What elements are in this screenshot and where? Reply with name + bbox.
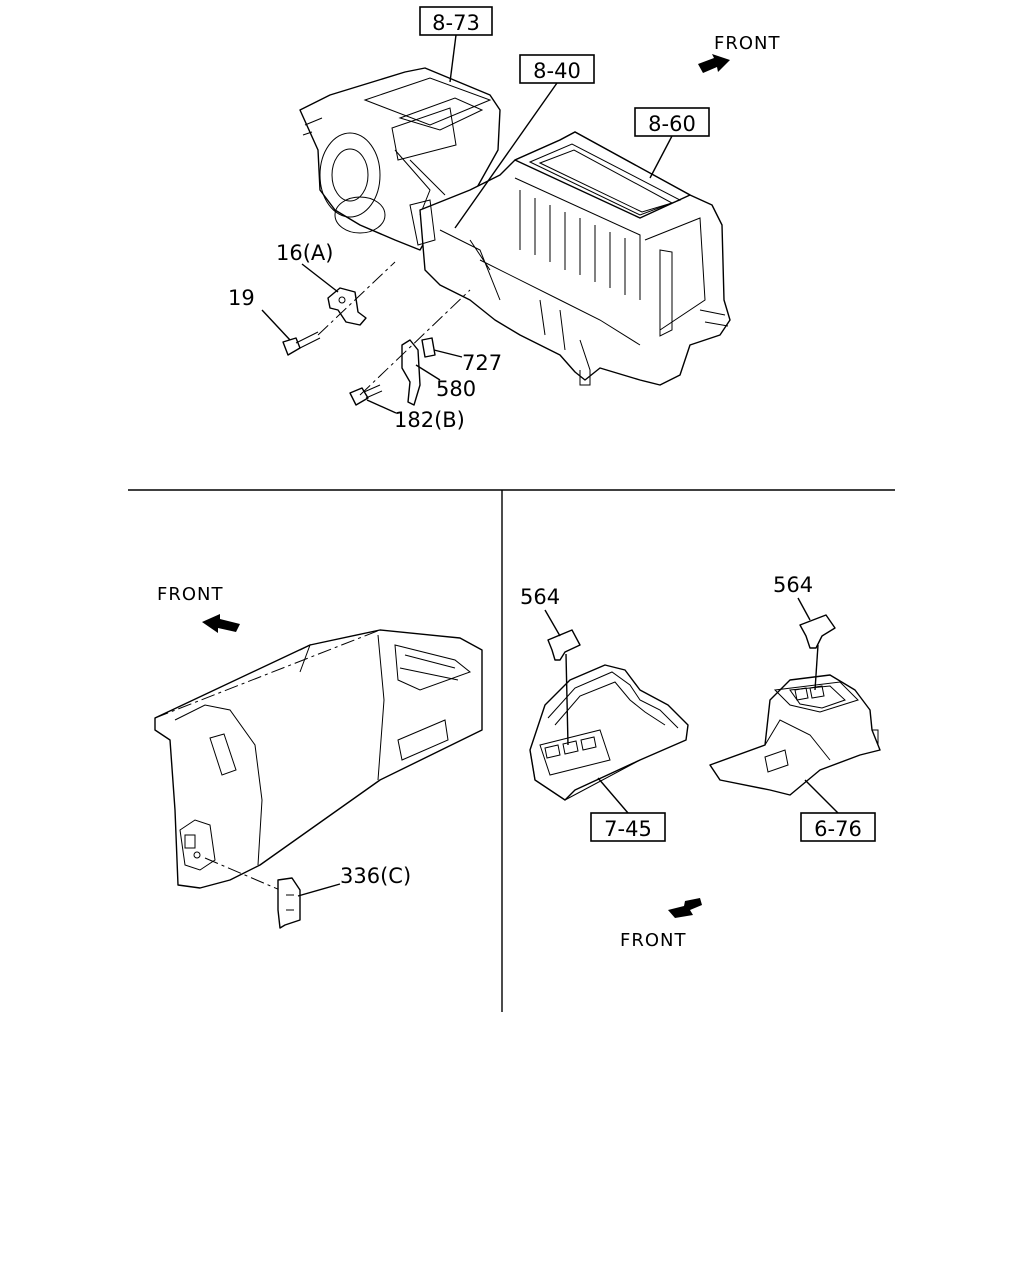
front-arrow-icon — [668, 898, 702, 918]
ref-box-8-73: 8-73 — [419, 6, 493, 36]
callout-label: 182(B) — [394, 408, 465, 432]
hvac-assembly — [299, 67, 731, 386]
callout-label: 16(A) — [276, 241, 333, 265]
ref-box-8-60: 8-60 — [634, 107, 710, 137]
callout-label: 727 — [462, 351, 502, 375]
ref-label: 8-73 — [432, 11, 480, 35]
front-label: FRONT — [620, 930, 687, 951]
ref-box-7-45: 7-45 — [590, 812, 666, 842]
ref-label: 7-45 — [604, 817, 652, 841]
ref-label: 8-40 — [533, 59, 581, 83]
clip-727 — [421, 337, 436, 358]
bracket-580 — [401, 339, 421, 406]
ref-label: 8-60 — [648, 112, 696, 136]
callout-label: 564 — [773, 573, 813, 597]
bolt-19 — [282, 331, 321, 356]
console-6-76 — [709, 674, 881, 796]
ref-box-6-76: 6-76 — [800, 812, 876, 842]
instrument-panel — [154, 629, 483, 889]
front-arrow-icon — [202, 614, 240, 633]
ref-label: 6-76 — [814, 817, 862, 841]
front-arrow-icon — [698, 54, 730, 73]
callout-label: 19 — [228, 286, 255, 310]
section-dividers — [128, 489, 895, 1012]
front-label: FRONT — [714, 33, 781, 54]
bracket-336c — [277, 877, 301, 929]
console-7-45 — [529, 664, 689, 801]
clip-564 — [799, 614, 836, 649]
callout-label: 564 — [520, 585, 560, 609]
callout-label: 580 — [436, 377, 476, 401]
bolt-182b — [349, 384, 383, 406]
clip-564 — [547, 629, 581, 661]
ref-box-8-40: 8-40 — [519, 54, 595, 84]
front-label: FRONT — [157, 584, 224, 605]
callout-label: 336(C) — [340, 864, 411, 888]
bracket-16a — [327, 287, 367, 326]
